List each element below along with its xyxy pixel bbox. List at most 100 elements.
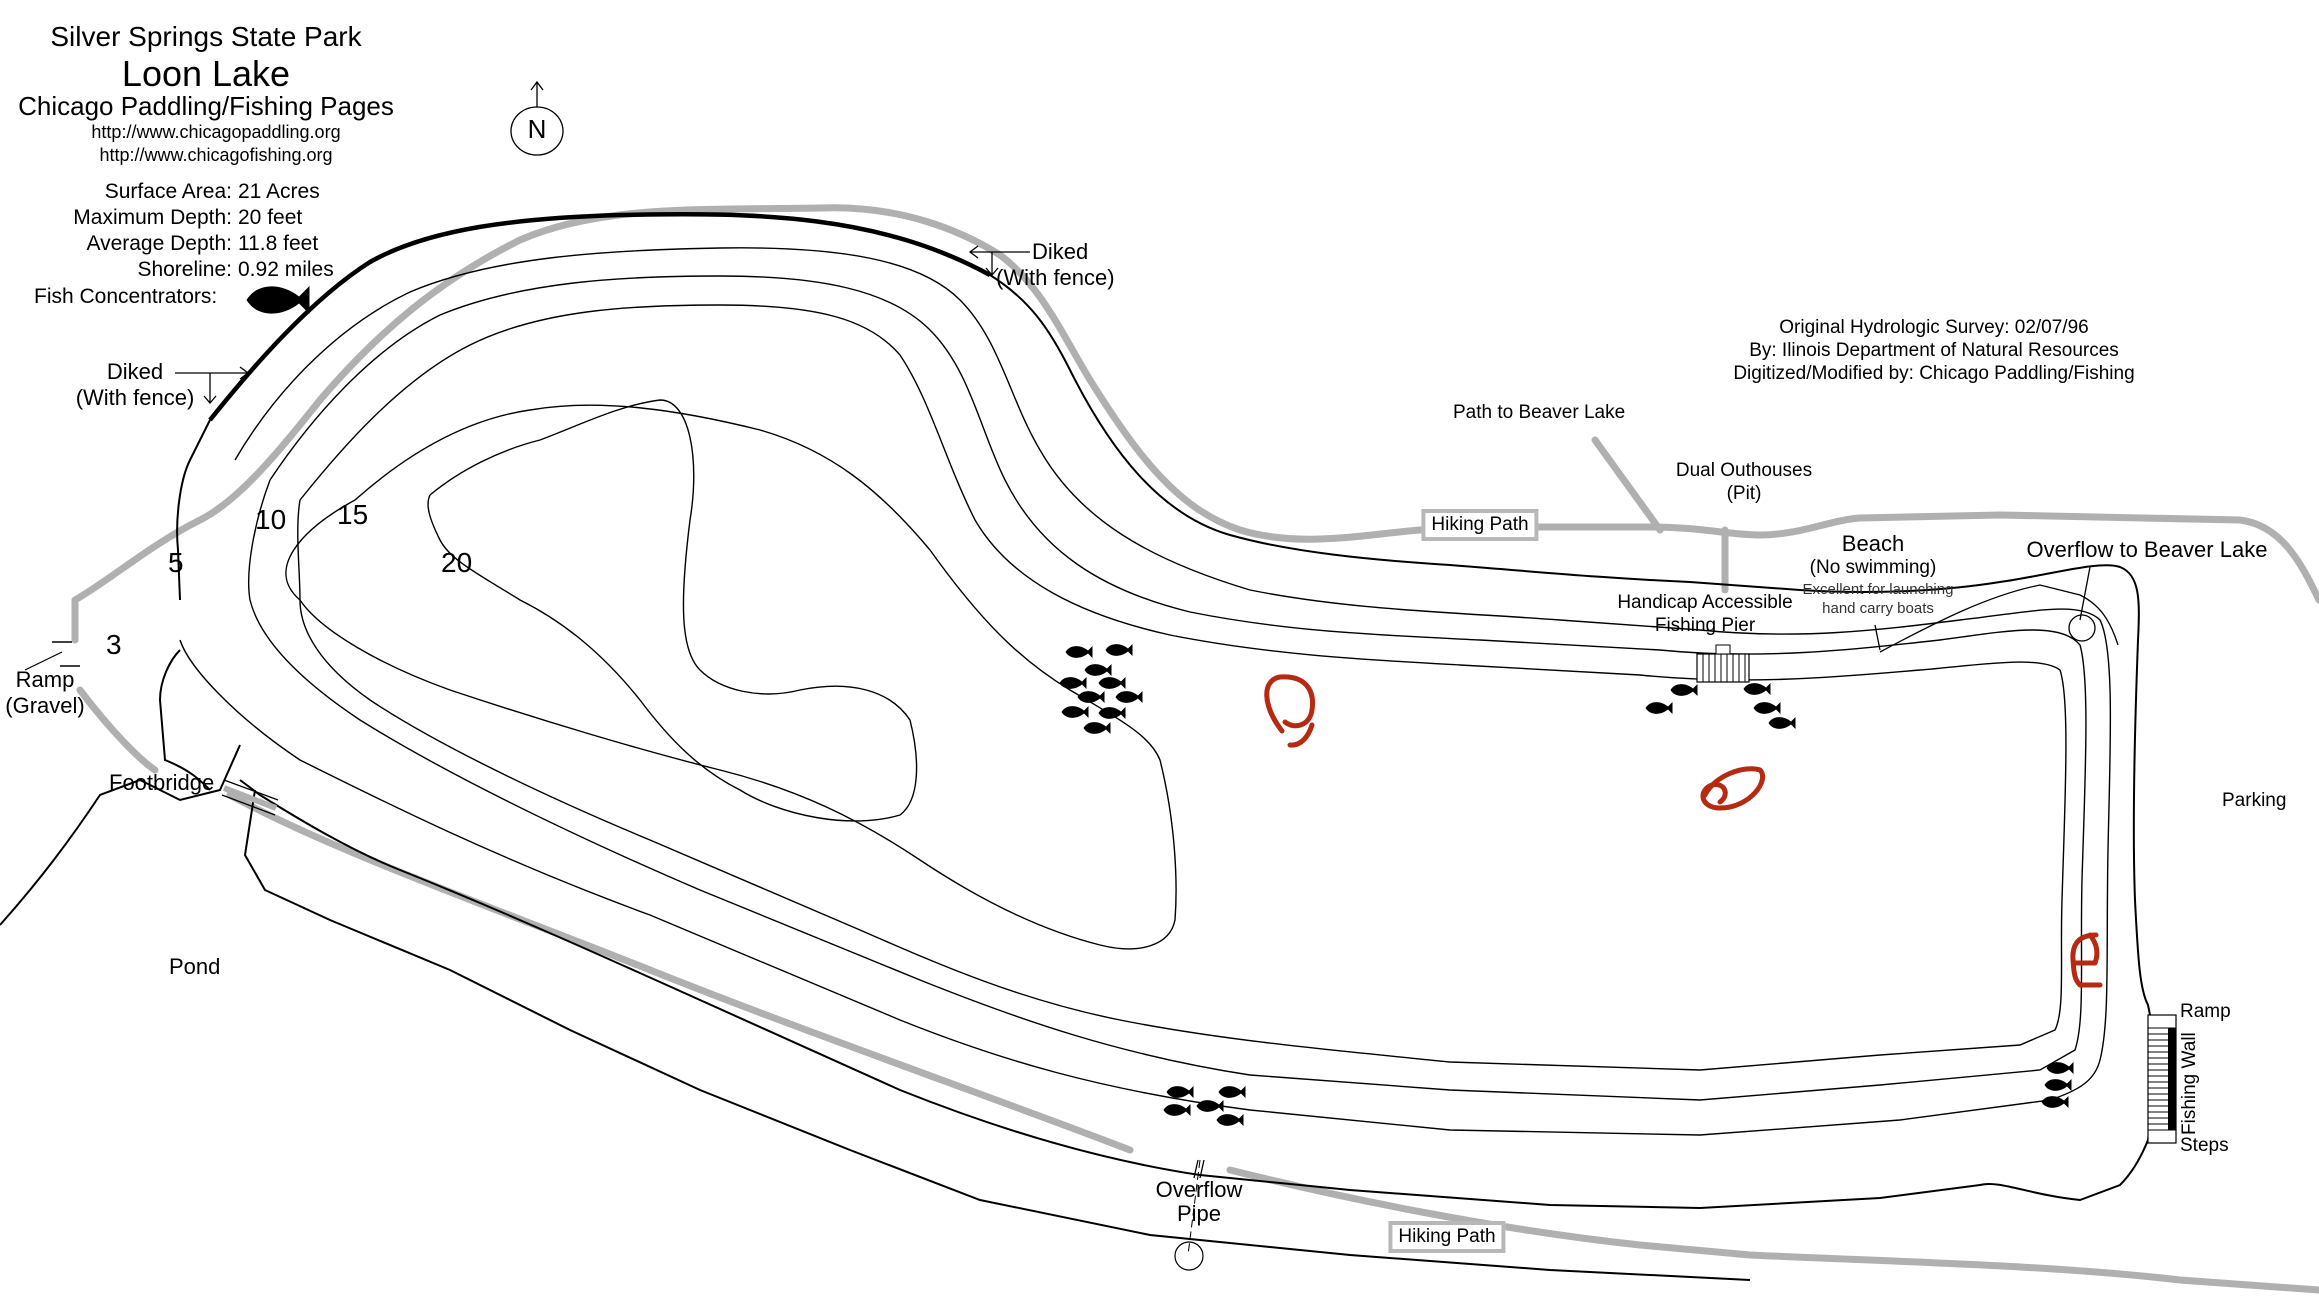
hiking-path-label-bottom: Hiking Path xyxy=(1388,1221,1506,1253)
diked-arrow-left xyxy=(175,366,250,404)
contour-5ft xyxy=(248,275,2087,1101)
fish-concentrator-icon xyxy=(2041,1096,2069,1108)
survey-line-2: By: Ilinois Department of Natural Resour… xyxy=(1749,340,2119,361)
fish-concentrator-icon xyxy=(1105,644,1133,656)
fish-concentrator-icon xyxy=(1216,1114,1244,1126)
depth-label-10: 10 xyxy=(255,504,287,535)
fish-concentrator-icon xyxy=(1670,684,1698,696)
hiking-path-west-shore xyxy=(71,396,324,644)
diked-left-label: Diked xyxy=(106,359,164,384)
fish-concentrator-icon xyxy=(1061,706,1089,718)
beach-shoreline xyxy=(1879,584,2119,653)
fish-concentrator-icon xyxy=(1753,702,1781,714)
gravel-ramp-marker xyxy=(24,641,80,671)
survey-line-1: Original Hydrologic Survey: 02/07/96 xyxy=(1779,317,2089,338)
overflow-beaver-circle xyxy=(2068,614,2096,642)
url-paddling[interactable]: http://www.chicagopaddling.org xyxy=(91,122,341,142)
stats-table: Surface Area: 21 Acres Maximum Depth: 20 f… xyxy=(0,180,340,284)
outhouses-label: Dual Outhouses xyxy=(1675,460,1813,481)
fishing-wall-label: Fishing Wall xyxy=(2179,1032,2200,1135)
overflow-beaver-leader xyxy=(2079,566,2091,621)
diked-arrow-top xyxy=(968,245,1030,276)
beach-note-1: Excellent for launching xyxy=(1802,581,1954,598)
stat-label: Average Depth: xyxy=(86,232,232,255)
fish-concentrator-icon xyxy=(1084,664,1112,676)
fish-concentrator-icon xyxy=(1083,722,1111,734)
north-arrow-icon xyxy=(510,80,564,156)
path-to-beaver-lake-label: Path to Beaver Lake xyxy=(1453,402,1626,423)
park-title: Silver Springs State Park xyxy=(50,21,362,52)
fish-concentrator-icon xyxy=(1645,702,1673,714)
diked-fence-west xyxy=(208,211,992,422)
fish-concentrator-icon xyxy=(1768,717,1796,729)
fish-concentrator-icon xyxy=(1163,1104,1191,1116)
red-annotations xyxy=(1264,674,2103,988)
outhouses-sublabel: (Pit) xyxy=(1726,483,1762,504)
overflow-pipe-sublabel: Pipe xyxy=(1176,1201,1222,1226)
depth-label-20: 20 xyxy=(441,547,473,578)
overflow-pipe xyxy=(1174,1159,1205,1271)
steps-label: Steps xyxy=(2180,1135,2229,1156)
ramp-gravel-label: Ramp xyxy=(15,667,75,692)
fish-concentrator-icon xyxy=(1166,1086,1194,1098)
url-fishing[interactable]: http://www.chicagofishing.org xyxy=(99,145,333,165)
hiking-paths xyxy=(71,204,2319,1294)
fish-concentrator-icon xyxy=(1065,646,1093,658)
contour-10ft xyxy=(297,304,2067,1071)
survey-line-3: Digitized/Modified by: Chicago Paddling/… xyxy=(1733,363,2135,384)
fish-concentrator-icon xyxy=(1743,683,1771,695)
parking-label: Parking xyxy=(2222,790,2287,811)
fishing-pier xyxy=(1696,644,1750,683)
red-mark-2 xyxy=(1700,766,1765,811)
lake-title: Loon Lake xyxy=(121,53,291,94)
hiking-path-southwest xyxy=(76,686,159,774)
fish-concentrators xyxy=(1059,644,2074,1126)
contour-20ft xyxy=(427,399,918,822)
stat-label: Shoreline: xyxy=(137,258,232,281)
fish-concentrator-icon xyxy=(1196,1100,1224,1112)
depth-contours xyxy=(179,247,2112,1136)
beach-leader xyxy=(1874,624,1881,651)
hiking-path-south xyxy=(226,791,2319,1294)
footbridge-label: Footbridge xyxy=(109,770,215,795)
fish-concentrator-icon xyxy=(1115,691,1143,703)
contour-3ft xyxy=(179,247,2112,1136)
ramp-gravel-sublabel: (Gravel) xyxy=(5,693,85,718)
hiking-path-label-top: Hiking Path xyxy=(1421,509,1539,541)
fishing-wall xyxy=(2147,1014,2177,1144)
pond-shoreline xyxy=(0,744,241,926)
legend-fish-label: Fish Concentrators: xyxy=(34,285,218,308)
pier-label: Handicap Accessible xyxy=(1617,592,1793,613)
diked-left-sublabel: (With fence) xyxy=(75,385,195,410)
diked-top-label: Diked xyxy=(1032,239,1089,264)
beach-label: Beach xyxy=(1841,531,1905,556)
beach-no-swimming: (No swimming) xyxy=(1809,557,1937,578)
red-mark-3 xyxy=(2070,932,2103,988)
stat-value: 20 feet xyxy=(238,206,303,229)
depth-label-3: 3 xyxy=(106,629,122,660)
compass-label: N xyxy=(527,114,547,144)
pier-sublabel: Fishing Pier xyxy=(1654,615,1756,636)
red-mark-1 xyxy=(1264,674,1316,748)
fish-concentrator-icon xyxy=(1218,1086,1246,1098)
path-to-beaver-lake xyxy=(1591,436,1664,534)
contour-15ft xyxy=(285,404,1177,950)
publisher-title: Chicago Paddling/Fishing Pages xyxy=(18,91,394,121)
stat-value: 21 Acres xyxy=(238,180,320,203)
diked-top-sublabel: (With fence) xyxy=(996,265,1115,290)
overflow-beaver-label: Overflow to Beaver Lake xyxy=(2026,537,2268,562)
footbridge xyxy=(221,779,279,816)
depth-label-5: 5 xyxy=(168,547,184,578)
fish-icon xyxy=(246,286,310,314)
fish-concentrator-icon xyxy=(1059,677,1087,689)
stat-label: Surface Area: xyxy=(104,180,232,203)
fish-concentrator-icon xyxy=(1077,691,1105,703)
hiking-path-north-shore xyxy=(316,204,2319,604)
depth-label-15: 15 xyxy=(337,499,369,530)
stat-label: Maximum Depth: xyxy=(73,206,232,229)
beach-note-2: hand carry boats xyxy=(1822,600,1934,617)
fish-concentrator-icon xyxy=(2044,1079,2072,1091)
stat-value: 0.92 miles xyxy=(238,258,334,281)
overflow-pipe-label: Overflow xyxy=(1155,1177,1243,1202)
